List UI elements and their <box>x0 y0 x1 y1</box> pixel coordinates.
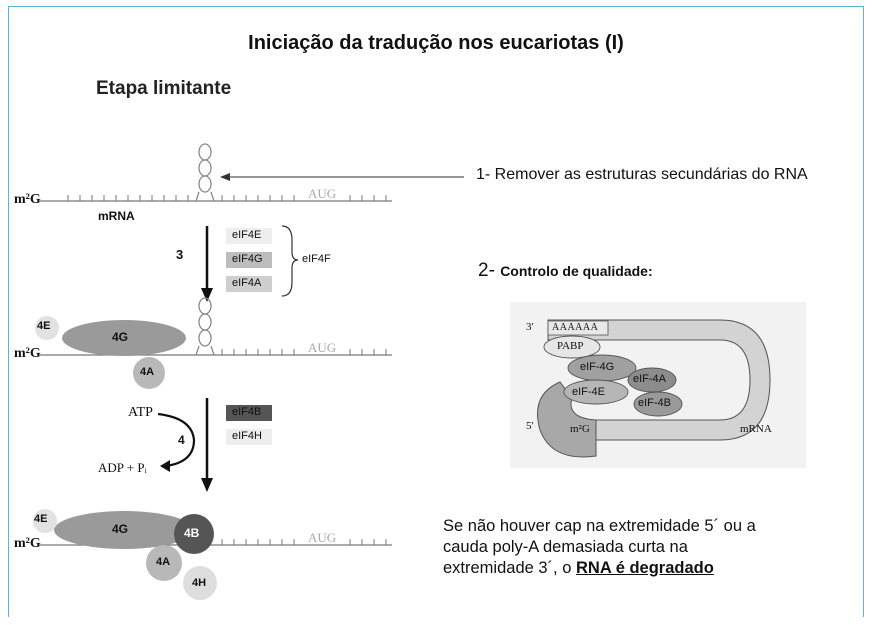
step1-pointer-arrow <box>220 173 464 181</box>
eif4b-diagram-label: eIF-4B <box>638 397 672 409</box>
adp-label: ADP + Pᵢ <box>98 460 147 475</box>
eif4e-label-blob <box>563 379 629 405</box>
degradation-note: Se não houver cap na extremidade 5´ ou a… <box>443 516 756 579</box>
4e-label-1: 4E <box>37 320 51 332</box>
eif4f-label: eIF4F <box>302 253 331 265</box>
eif4e-text: eIF4E <box>232 229 262 241</box>
note-emphasis: RNA é degradado <box>575 559 714 577</box>
stem-loop-1 <box>195 143 215 202</box>
step1-text: 1- Remover as estruturas secundárias do … <box>476 166 808 183</box>
eif4g-diagram-label: eIF-4G <box>580 361 615 373</box>
eif4e-diagram-label: eIF-4E <box>572 386 606 398</box>
4b-blob <box>174 514 214 554</box>
4a-blob-2 <box>146 545 182 581</box>
mrna-strand-2 <box>40 297 392 356</box>
mrna-diagram-label: mRNA <box>740 423 772 435</box>
polya-box <box>547 320 609 336</box>
eif4h-text: eIF4H <box>232 430 262 442</box>
eif4a-box <box>226 276 272 292</box>
cap-label-3: m²G <box>14 536 41 551</box>
pabp-blob <box>543 335 601 359</box>
end5-label: 5′ <box>526 420 534 432</box>
eif4g-text: eIF4G <box>232 253 263 265</box>
aug-label-1: AUG <box>308 186 337 201</box>
cap-label-2: m²G <box>14 346 41 361</box>
4a-label-2: 4A <box>156 556 171 568</box>
cap-label-1: m²G <box>14 192 41 207</box>
step3-arrow <box>201 226 213 302</box>
4h-label: 4H <box>192 577 207 589</box>
4g-label-2: 4G <box>112 522 129 536</box>
4a-blob-1 <box>133 357 165 389</box>
atp-label: ATP <box>128 405 153 420</box>
note-line-3: extremidade 3´, o RNA é degradado <box>443 558 756 579</box>
step4-label: 4 <box>178 433 185 447</box>
note-line-3-prefix: extremidade 3´, o <box>443 559 576 577</box>
4g-blob-1 <box>62 320 186 356</box>
4h-blob <box>183 566 217 600</box>
eif4b-box <box>226 405 272 421</box>
step2-number: 2- <box>478 260 495 281</box>
4g-label-1: 4G <box>112 330 129 344</box>
mrna-label: mRNA <box>98 209 135 223</box>
step3-label: 3 <box>176 247 184 262</box>
eif4a-diagram-label: eIF-4A <box>633 373 667 385</box>
note-line-2: cauda poly-A demasiada curta na <box>443 538 688 556</box>
eif4b-blob <box>633 391 683 417</box>
eif4h-box <box>226 429 272 445</box>
aug-label-3: AUG <box>308 530 337 545</box>
cap-diagram-label: m²G <box>570 423 590 435</box>
mrna-strand-1 <box>40 143 392 202</box>
aug-label-2: AUG <box>308 340 337 355</box>
eif4b-text: eIF4B <box>232 406 262 418</box>
4a-label-1: 4A <box>140 366 155 378</box>
slide-frame <box>8 6 864 617</box>
slide-subtitle: Etapa limitante <box>96 78 232 99</box>
eif4e-blob <box>537 381 597 458</box>
4e-blob-2 <box>33 509 57 533</box>
eif4e-box <box>226 228 272 244</box>
4b-label: 4B <box>184 526 200 540</box>
step2-heading: 2- Controlo de qualidade: <box>478 260 653 282</box>
step4-arrow <box>157 398 213 492</box>
end3-label: 3′ <box>526 321 534 333</box>
eif4a-text: eIF4A <box>232 277 262 289</box>
polya-label: AAAAAA <box>552 322 599 333</box>
eif4g-box <box>226 252 272 268</box>
slide-title: Iniciação da tradução nos eucariotas (I) <box>248 32 624 54</box>
pabp-label: PABP <box>557 340 584 352</box>
4g-blob-2 <box>54 511 194 549</box>
eif4f-brace <box>281 225 299 297</box>
4e-label-2: 4E <box>34 513 48 525</box>
note-line-1: Se não houver cap na extremidade 5´ ou a <box>443 517 756 535</box>
4e-blob-1 <box>35 316 59 340</box>
step2-label: Controlo de qualidade: <box>500 263 653 279</box>
